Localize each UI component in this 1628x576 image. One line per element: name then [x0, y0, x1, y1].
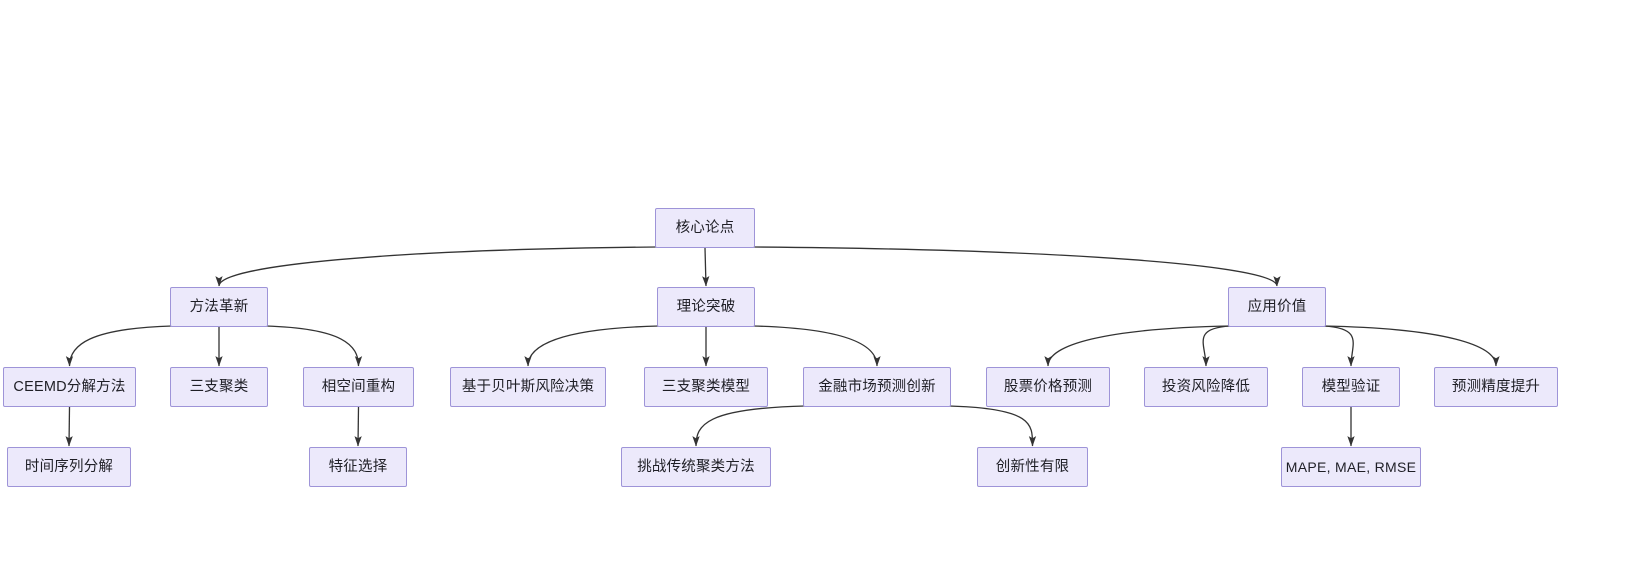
- flow-node[interactable]: MAPE, MAE, RMSE: [1281, 447, 1421, 487]
- flow-node-label: 特征选择: [328, 458, 388, 475]
- flow-node-label: MAPE, MAE, RMSE: [1285, 459, 1417, 475]
- flow-edge: [702, 247, 710, 287]
- flow-edge: [752, 246, 1281, 287]
- flow-node[interactable]: CEEMD分解方法: [3, 367, 136, 407]
- flow-edge: [948, 405, 1037, 447]
- flow-node-label: 股票价格预测: [1003, 378, 1093, 395]
- flow-node-label: 创新性有限: [995, 458, 1070, 475]
- flow-node[interactable]: 投资风险降低: [1144, 367, 1268, 407]
- flow-node[interactable]: 模型验证: [1302, 367, 1400, 407]
- flow-node[interactable]: 时间序列分解: [7, 447, 131, 487]
- flow-node-label: 理论突破: [676, 298, 736, 315]
- flow-node-label: 三支聚类: [189, 378, 249, 395]
- flow-node[interactable]: 挑战传统聚类方法: [621, 447, 771, 487]
- flow-node[interactable]: 理论突破: [657, 287, 755, 327]
- flow-edge: [1323, 325, 1355, 367]
- flow-edge: [1044, 325, 1231, 367]
- flow-node[interactable]: 相空间重构: [303, 367, 414, 407]
- flow-node-label: 核心论点: [675, 219, 735, 236]
- flow-edge: [752, 325, 881, 367]
- flow-edge: [265, 325, 363, 367]
- flow-node[interactable]: 特征选择: [309, 447, 407, 487]
- flow-node-label: 预测精度提升: [1451, 378, 1541, 395]
- flow-node[interactable]: 基于贝叶斯风险决策: [450, 367, 606, 407]
- flow-edge: [354, 406, 362, 447]
- flow-node[interactable]: 三支聚类: [170, 367, 268, 407]
- flow-node-label: CEEMD分解方法: [13, 378, 126, 395]
- flow-edge: [692, 405, 806, 447]
- flow-node-label: 基于贝叶斯风险决策: [461, 378, 595, 395]
- flow-node-label: 挑战传统聚类方法: [637, 458, 755, 475]
- flow-edge: [1202, 325, 1231, 367]
- flow-edge: [215, 246, 658, 287]
- flow-node-label: 金融市场预测创新: [818, 378, 936, 395]
- flow-node[interactable]: 股票价格预测: [986, 367, 1110, 407]
- flow-node-label: 投资风险降低: [1161, 378, 1251, 395]
- flow-node[interactable]: 三支聚类模型: [644, 367, 768, 407]
- flow-edge: [1323, 325, 1500, 367]
- flow-node[interactable]: 创新性有限: [977, 447, 1088, 487]
- flow-node-label: 三支聚类模型: [661, 378, 751, 395]
- flow-node[interactable]: 应用价值: [1228, 287, 1326, 327]
- flow-edge: [65, 406, 73, 447]
- flow-node[interactable]: 预测精度提升: [1434, 367, 1558, 407]
- flow-node[interactable]: 核心论点: [655, 208, 755, 248]
- flow-edge: [65, 325, 173, 367]
- flow-node-label: 时间序列分解: [24, 458, 114, 475]
- flow-node-label: 应用价值: [1247, 298, 1307, 315]
- flow-node-label: 方法革新: [189, 298, 249, 315]
- flow-edge: [524, 325, 660, 367]
- flow-node[interactable]: 金融市场预测创新: [803, 367, 951, 407]
- flow-node-label: 模型验证: [1321, 378, 1381, 395]
- flow-node-label: 相空间重构: [321, 378, 396, 395]
- flow-node[interactable]: 方法革新: [170, 287, 268, 327]
